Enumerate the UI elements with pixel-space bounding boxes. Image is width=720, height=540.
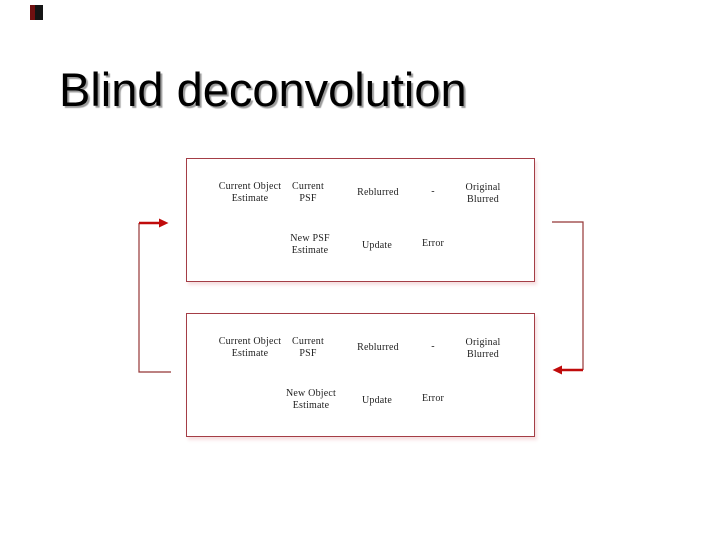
label-update: Update <box>361 240 393 251</box>
right-arrow <box>552 365 583 375</box>
label-current-object-estimate: Current Object Estimate <box>219 336 282 360</box>
object-update-loop-box <box>186 313 535 437</box>
label-current-psf: Current PSF <box>292 336 324 360</box>
label-reblurred: Reblurred <box>357 342 399 353</box>
label-line: New Object <box>285 388 337 399</box>
label-line: Estimate <box>231 193 269 204</box>
label-reblurred: Reblurred <box>357 187 399 198</box>
label-line: Estimate <box>292 400 330 411</box>
label-error: Error <box>421 393 445 404</box>
left-arrow-head-icon <box>159 218 169 228</box>
label-update: Update <box>361 395 393 406</box>
label-new-psf-estimate: New PSF Estimate <box>290 233 329 257</box>
slide-title: Blind deconvolution <box>59 63 467 116</box>
label-current-object-estimate: Current Object Estimate <box>219 181 282 205</box>
label-line: PSF <box>299 348 317 359</box>
label-line: Original <box>465 182 501 193</box>
label-line: Blurred <box>467 194 499 205</box>
left-arrow <box>139 218 169 228</box>
label-line: Original <box>465 337 501 348</box>
label-line: Current <box>292 181 324 192</box>
label-line: Estimate <box>291 245 329 256</box>
label-line: PSF <box>299 193 317 204</box>
right-arrow-head-icon <box>552 365 562 375</box>
right-feedback-line <box>552 221 584 370</box>
label-new-object-estimate: New Object Estimate <box>286 388 336 412</box>
label-line: Estimate <box>231 348 269 359</box>
psf-update-loop-box <box>186 158 535 282</box>
label-line: Current Object <box>218 181 282 192</box>
label-line: New PSF <box>290 233 330 244</box>
label-line: Blurred <box>467 349 499 360</box>
corner-marker <box>30 5 43 20</box>
label-minus: - <box>431 186 435 197</box>
label-line: Current Object <box>218 336 282 347</box>
label-minus: - <box>431 341 435 352</box>
left-feedback-line <box>138 223 171 373</box>
label-error: Error <box>421 238 445 249</box>
label-current-psf: Current PSF <box>292 181 324 205</box>
label-original-blurred: Original Blurred <box>466 182 501 206</box>
label-line: Current <box>292 336 324 347</box>
label-original-blurred: Original Blurred <box>466 337 501 361</box>
